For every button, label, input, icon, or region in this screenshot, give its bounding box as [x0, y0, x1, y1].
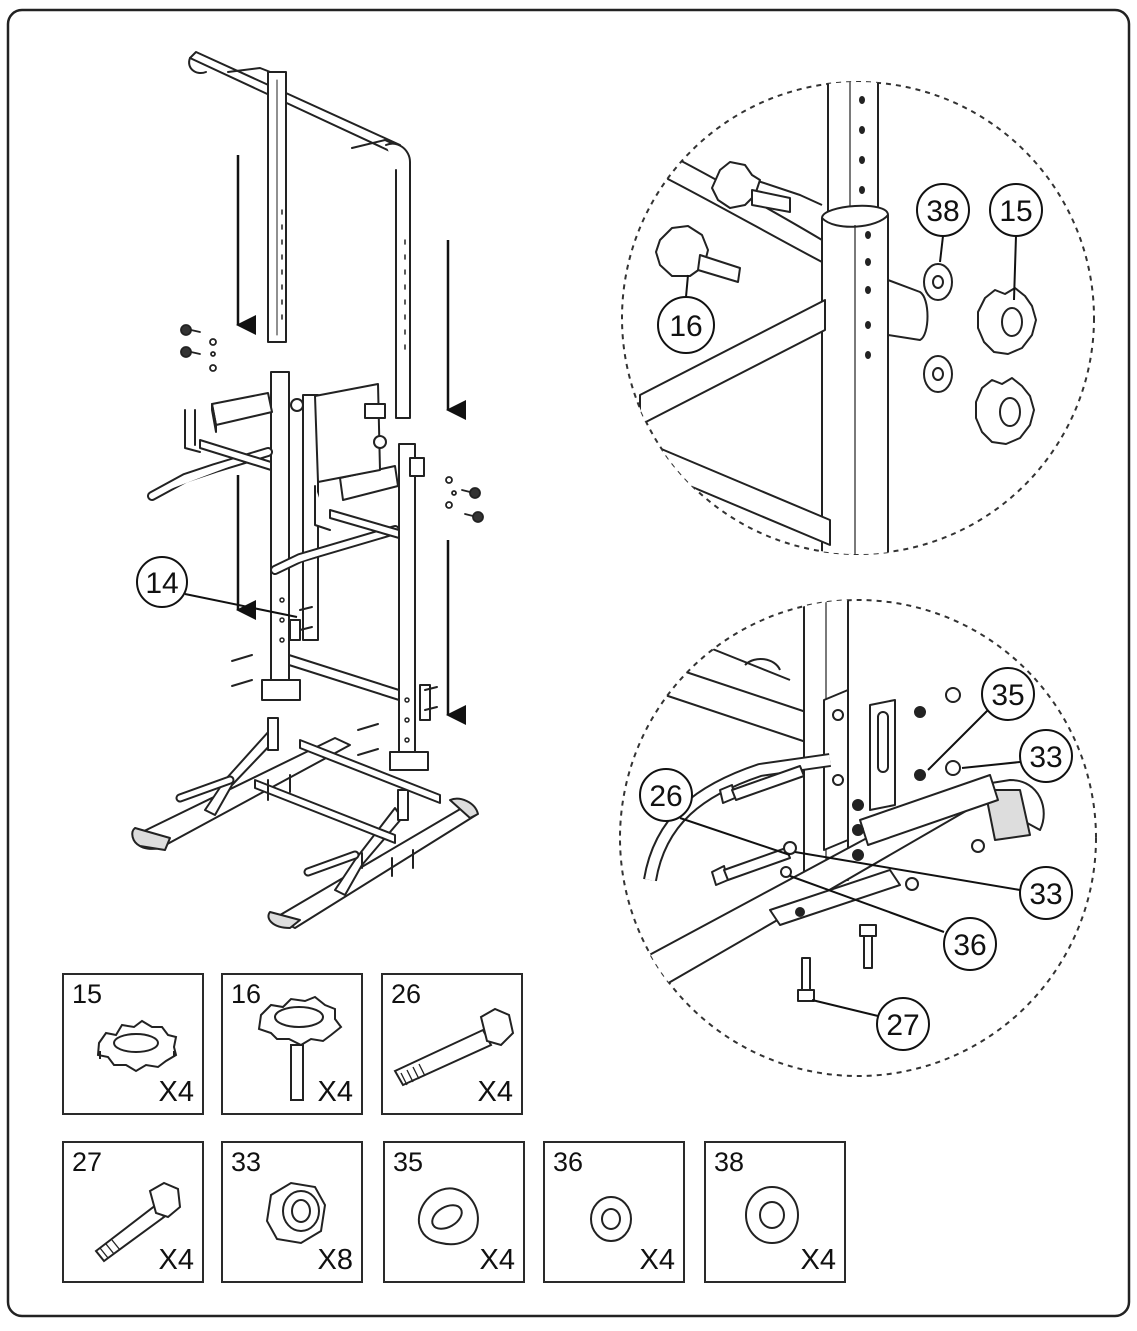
- callout-16: 16: [657, 274, 715, 354]
- part-box-33: 33 X8: [221, 1141, 363, 1283]
- callout-36: 36: [789, 875, 997, 971]
- part-box-15: 15 X4: [62, 973, 204, 1115]
- bolt-27-b: [797, 957, 815, 1002]
- svg-text:27: 27: [886, 1009, 919, 1042]
- part-box-16: 16 X4: [221, 973, 363, 1115]
- part-number: 38: [714, 1147, 745, 1177]
- star-knob-15-b: [975, 377, 1035, 445]
- part-number: 15: [72, 979, 103, 1009]
- small-washer-icon: [590, 1196, 632, 1242]
- loose-bolts-middle: [231, 606, 438, 756]
- bolt-26-a: [719, 765, 805, 804]
- knob-16-detail: [655, 225, 741, 283]
- callout-38: 38: [916, 183, 970, 263]
- part-quantity: X4: [317, 1076, 353, 1108]
- callout-15: 15: [989, 183, 1043, 301]
- callout-14: 14: [136, 556, 298, 618]
- loose-knobs-left: [180, 324, 217, 372]
- star-knob-bolt-icon: [257, 995, 343, 1101]
- part-number: 33: [231, 1147, 262, 1177]
- star-knob-15-a: [977, 287, 1037, 355]
- callout-27: 27: [811, 997, 930, 1051]
- part-box-35: 35 X4: [383, 1141, 525, 1283]
- svg-text:15: 15: [999, 195, 1032, 228]
- svg-text:33: 33: [1029, 741, 1062, 774]
- part-quantity: X4: [479, 1244, 515, 1276]
- large-washer-icon: [745, 1186, 799, 1244]
- middle-frame: [147, 371, 429, 771]
- callout-14-label: 14: [145, 567, 178, 600]
- curved-washer-icon: [417, 1187, 479, 1246]
- bolt-26-b: [711, 847, 791, 886]
- part-number: 35: [393, 1147, 424, 1177]
- part-quantity: X4: [800, 1244, 836, 1276]
- long-hex-bolt-icon: [393, 1007, 515, 1087]
- star-knob-nut-icon: [96, 1019, 178, 1073]
- callout-35: 35: [927, 667, 1035, 771]
- part-box-27: 27 X4: [62, 1141, 204, 1283]
- main-assembly: [131, 51, 484, 929]
- base-bolts: [267, 774, 414, 877]
- detail-circle-bottom: 35 33 26 33 36 27: [619, 599, 1097, 1077]
- assembly-arrows: [236, 155, 466, 725]
- part-box-36: 36 X4: [543, 1141, 685, 1283]
- svg-text:35: 35: [991, 679, 1024, 712]
- svg-text:26: 26: [649, 780, 682, 813]
- part-quantity: X8: [317, 1244, 353, 1276]
- outer-frame: [6, 8, 1131, 1318]
- loose-knobs-right: [445, 476, 484, 523]
- svg-text:38: 38: [926, 195, 959, 228]
- part-number: 36: [553, 1147, 584, 1177]
- part-quantity: X4: [477, 1076, 513, 1108]
- hex-nut-icon: [265, 1181, 327, 1245]
- svg-text:36: 36: [953, 929, 986, 962]
- callout-33-a: 33: [961, 729, 1073, 783]
- bolt-27-a: [859, 924, 877, 969]
- part-number: 27: [72, 1147, 103, 1177]
- callout-33-b: 33: [794, 851, 1073, 920]
- part-number: 26: [391, 979, 422, 1009]
- part-quantity: X4: [158, 1244, 194, 1276]
- base-frame: [131, 717, 479, 929]
- pullup-bar: [188, 51, 411, 419]
- detail-circle-top: 38 15 16: [621, 81, 1095, 555]
- callout-26: 26: [639, 768, 791, 856]
- short-hex-bolt-icon: [94, 1181, 182, 1263]
- part-number: 16: [231, 979, 262, 1009]
- knob-back: [711, 161, 791, 213]
- svg-text:33: 33: [1029, 878, 1062, 911]
- svg-text:16: 16: [669, 310, 702, 343]
- part-quantity: X4: [639, 1244, 675, 1276]
- part-box-38: 38 X4: [704, 1141, 846, 1283]
- part-quantity: X4: [158, 1076, 194, 1108]
- part-box-26: 26 X4: [381, 973, 523, 1115]
